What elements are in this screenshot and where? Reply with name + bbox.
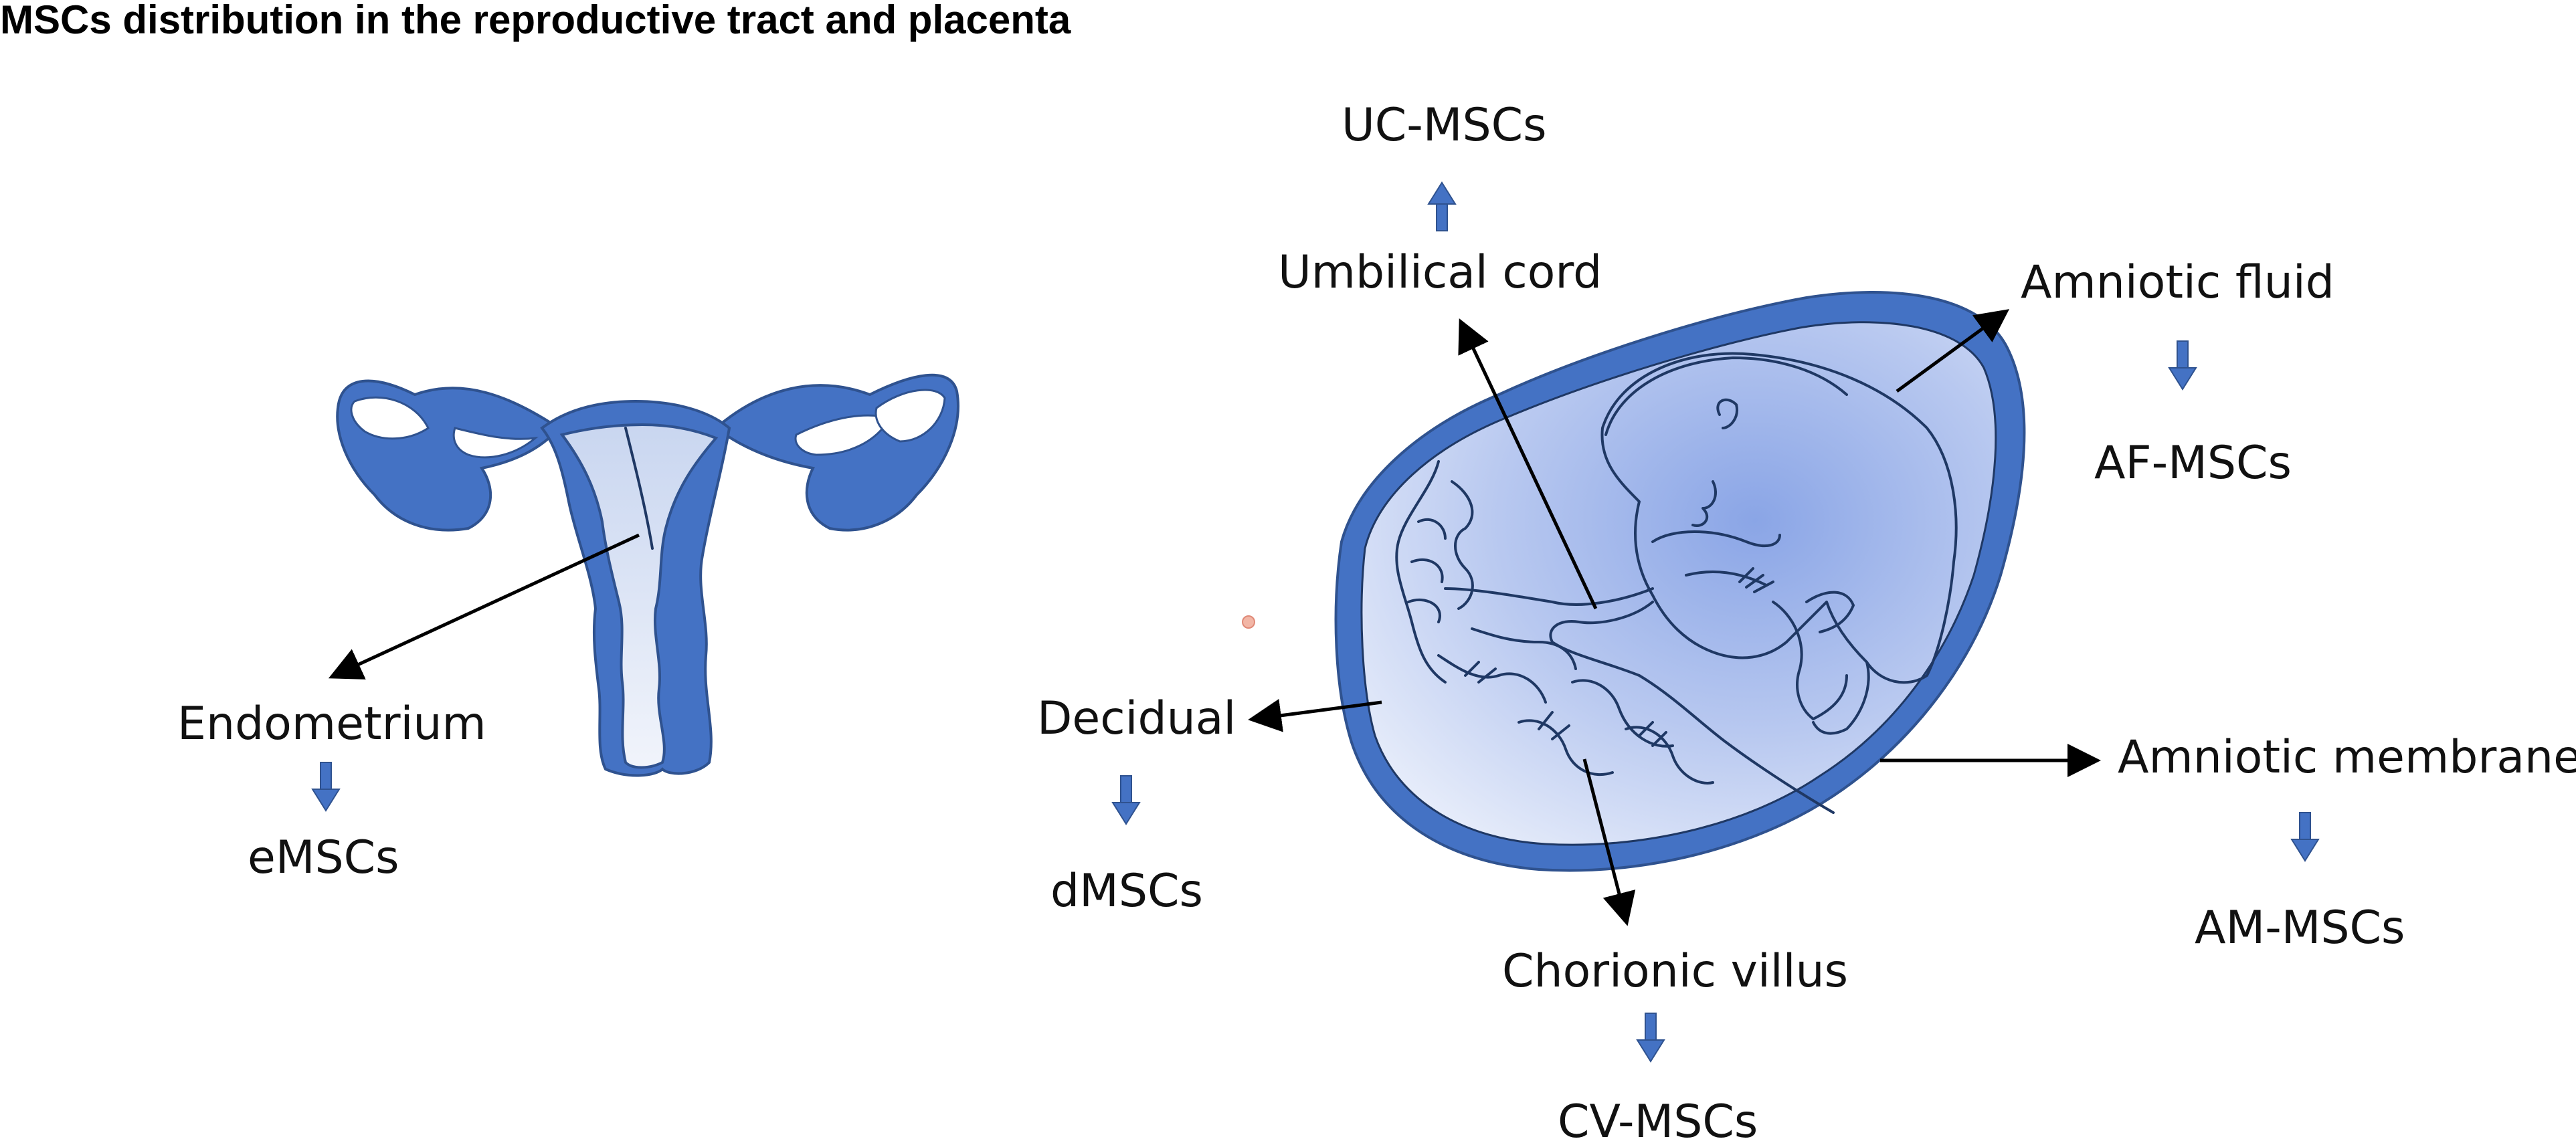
am-down-arrow: [2291, 812, 2319, 861]
cv-mscs-label: CV-MSCs: [1558, 1096, 1758, 1141]
stray-dot: [1242, 615, 1255, 629]
chorionic-villus-pointer: [1582, 758, 1636, 926]
emscs-label: eMSCs: [248, 831, 399, 884]
uc-mscs-label: UC-MSCs: [1342, 99, 1547, 152]
figure-title: MSCs distribution in the reproductive tr…: [0, 0, 1071, 42]
endometrium-pointer: [328, 533, 640, 680]
decidual-pointer: [1248, 698, 1382, 732]
amniotic-fluid-label: Amniotic fluid: [2021, 256, 2334, 309]
amniotic-fluid-pointer: [1896, 309, 2010, 393]
af-down-arrow: [2169, 340, 2197, 390]
am-mscs-label: AM-MSCs: [2195, 902, 2405, 954]
endometrium-down-arrow: [312, 762, 340, 811]
chorionic-villus-label: Chorionic villus: [1502, 945, 1848, 998]
dmscs-label: dMSCs: [1050, 865, 1203, 918]
af-mscs-label: AF-MSCs: [2094, 437, 2292, 490]
uc-up-arrow: [1427, 181, 1457, 231]
umbilical-cord-pointer: [1458, 318, 1598, 610]
placenta-illustration: [1334, 291, 2026, 872]
cv-down-arrow: [1637, 1013, 1665, 1062]
decidual-down-arrow: [1112, 775, 1140, 825]
umbilical-cord-label: Umbilical cord: [1278, 246, 1602, 299]
amniotic-membrane-label: Amniotic membrane: [2118, 731, 2576, 784]
endometrium-label: Endometrium: [177, 698, 486, 750]
decidual-label: Decidual: [1037, 692, 1236, 745]
uterus-illustration: [336, 373, 959, 777]
